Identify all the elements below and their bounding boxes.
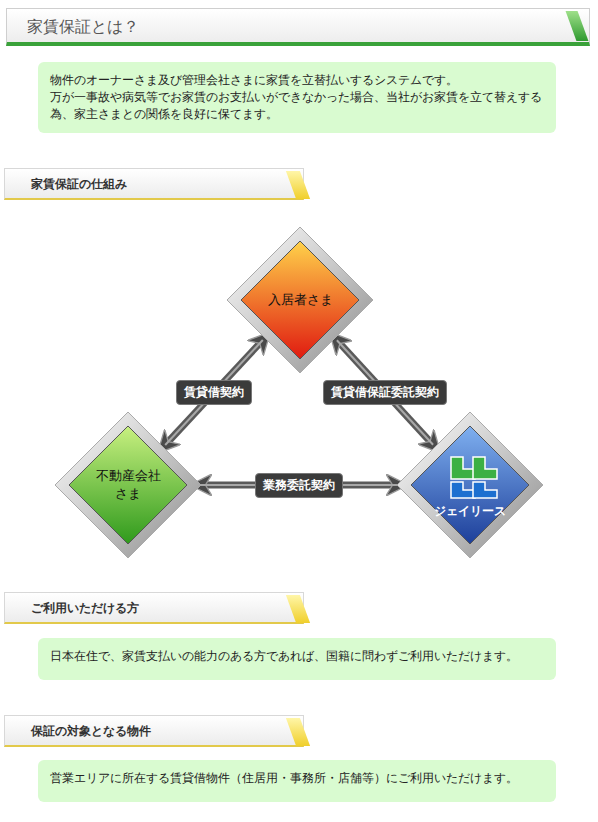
party-name: 入居者さま <box>268 291 333 309</box>
contract-label: 業務委託契約 <box>255 473 343 498</box>
section-band: 保証の対象となる物件 <box>4 715 304 747</box>
section-heading: 家賃保証の仕組み <box>31 176 303 193</box>
body-text: 物件のオーナーさま及び管理会社さまに家賃を立替払いするシステムです。 <box>50 72 544 89</box>
section-heading: 保証の対象となる物件 <box>31 723 303 740</box>
body-text: 万が一事故や病気等でお家賃のお支払いができなかった場合、当社がお家賃を立て替えす… <box>50 89 544 123</box>
diamond-shape <box>395 410 545 560</box>
party-name: 不動産会社 さま <box>88 467 168 503</box>
body-text: 日本在住で、家賃支払いの能力のある方であれば、国籍に問わずご利用いただけます。 <box>50 648 544 665</box>
info-box: 営業エリアに所在する賃貸借物件（住居用・事務所・店舗等）にご利用いただけます。 <box>38 760 556 802</box>
contract-label: 賃貸借保証委託契約 <box>323 380 447 405</box>
section-band: ご利用いただける方 <box>4 592 304 624</box>
party-name: ジェイリース <box>434 502 506 520</box>
arrow-highlight <box>165 340 263 445</box>
section-heading: ご利用いただける方 <box>31 600 303 617</box>
title-band: 家賃保証とは？ <box>6 8 590 46</box>
party-diamond: 不動産会社 さま <box>53 410 203 560</box>
info-box: 物件のオーナーさま及び管理会社さまに家賃を立替払いするシステムです。万が一事故や… <box>38 62 556 133</box>
contract-label: 賃貸借契約 <box>176 380 252 405</box>
company-logo <box>451 457 497 498</box>
page-title: 家賃保証とは？ <box>27 17 139 38</box>
party-diamond: 入居者さま <box>225 225 375 375</box>
body-text: 営業エリアに所在する賃貸借物件（住居用・事務所・店舗等）にご利用いただけます。 <box>50 770 544 787</box>
info-box: 日本在住で、家賃支払いの能力のある方であれば、国籍に問わずご利用いただけます。 <box>38 638 556 680</box>
diamond-shape <box>53 410 203 560</box>
contract-arrow <box>165 340 263 445</box>
section-band: 家賃保証の仕組み <box>4 168 304 200</box>
party-diamond: ジェイリース <box>395 410 545 560</box>
